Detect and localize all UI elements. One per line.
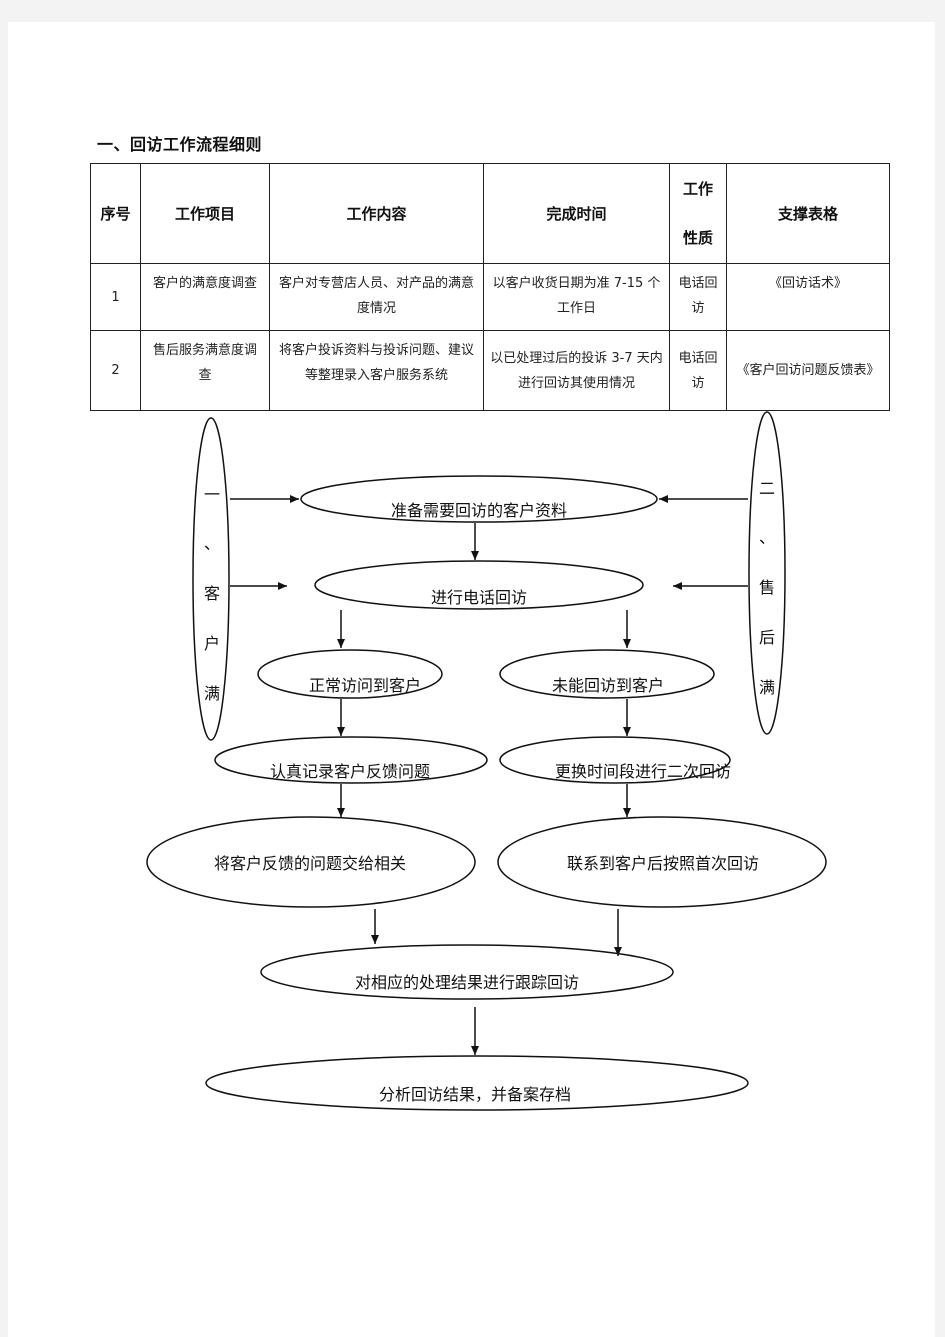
table-cell: 以客户收货日期为准 7-15 个工作日: [483, 263, 670, 331]
node-label-call: 进行电话回访: [431, 588, 527, 607]
table-cell: 将客户投诉资料与投诉问题、建议等整理录入客户服务系统: [269, 330, 484, 411]
node-oval-handoff: [146, 816, 476, 908]
node-oval-prepare: [300, 475, 658, 523]
node-label-retry: 更换时间段进行二次回访: [555, 762, 731, 781]
node-label-reached: 正常访问到客户: [309, 676, 421, 695]
table-header-row: 序号 工作项目 工作内容 完成时间 工作 性质 支撑表格: [90, 163, 890, 264]
table-cell: 以已处理过后的投诉 3-7 天内进行回访其使用情况: [483, 330, 670, 411]
node-oval-reached: [257, 649, 443, 699]
node-oval-call: [314, 560, 644, 610]
side-right-char: 后: [759, 628, 775, 647]
node-label-not-reached: 未能回访到客户: [552, 676, 664, 695]
table-cell: 2: [90, 330, 141, 411]
side-oval-left: [192, 417, 230, 741]
section-title: 一、回访工作流程细则: [97, 135, 263, 154]
table-cell: 电话回访: [669, 263, 727, 331]
node-label-repeat: 联系到客户后按照首次回访: [567, 854, 759, 873]
node-oval-repeat: [497, 816, 827, 908]
table-row: 2 售后服务满意度调查 将客户投诉资料与投诉问题、建议等整理录入客户服务系统 以…: [90, 330, 890, 411]
header-cell: 工作内容: [269, 163, 484, 264]
node-label-handoff: 将客户反馈的问题交给相关: [214, 854, 406, 873]
header-cell: 支撑表格: [726, 163, 890, 264]
side-oval-right: [748, 411, 786, 735]
side-left-char: 户: [204, 634, 220, 653]
side-right-char: 二: [759, 479, 775, 498]
table-cell: 电话回访: [669, 330, 727, 411]
side-right-char: 售: [759, 578, 775, 597]
side-left-char: 一: [204, 485, 220, 504]
node-label-archive: 分析回访结果，并备案存档: [379, 1085, 571, 1104]
side-left-char: 、: [204, 534, 220, 553]
header-cell: 完成时间: [483, 163, 670, 264]
side-left-char: 客: [204, 584, 220, 603]
table-cell: 1: [90, 263, 141, 331]
side-left-char: 满: [204, 684, 220, 703]
node-oval-track: [260, 944, 674, 1000]
node-label-prepare: 准备需要回访的客户资料: [391, 501, 567, 520]
node-oval-not-reached: [499, 649, 715, 699]
work-table: 序号 工作项目 工作内容 完成时间 工作 性质 支撑表格 1 客户的满意度调查 …: [90, 163, 890, 411]
table-row: 1 客户的满意度调查 客户对专营店人员、对产品的满意度情况 以客户收货日期为准 …: [90, 263, 890, 331]
flowchart: 一 、 客 户 满 二 、 售 后 满 准备需要回访的客户资料 进行电话回访 正…: [146, 411, 827, 1111]
side-right-char: 、: [759, 528, 775, 547]
header-cell: 序号: [90, 163, 141, 264]
document-page: 一、回访工作流程细则 序号 工作项目 工作内容 完成时间 工作 性质 支撑表格 …: [8, 22, 935, 1337]
side-right-char: 满: [759, 678, 775, 697]
node-oval-record: [214, 736, 488, 784]
node-label-record: 认真记录客户反馈问题: [270, 762, 430, 781]
node-oval-archive: [205, 1055, 749, 1111]
node-oval-retry: [499, 736, 731, 784]
node-label-track: 对相应的处理结果进行跟踪回访: [355, 973, 579, 992]
table-cell: 《回访话术》: [726, 263, 890, 331]
header-cell: 工作项目: [140, 163, 270, 264]
table-cell: 《客户回访问题反馈表》: [726, 330, 890, 411]
